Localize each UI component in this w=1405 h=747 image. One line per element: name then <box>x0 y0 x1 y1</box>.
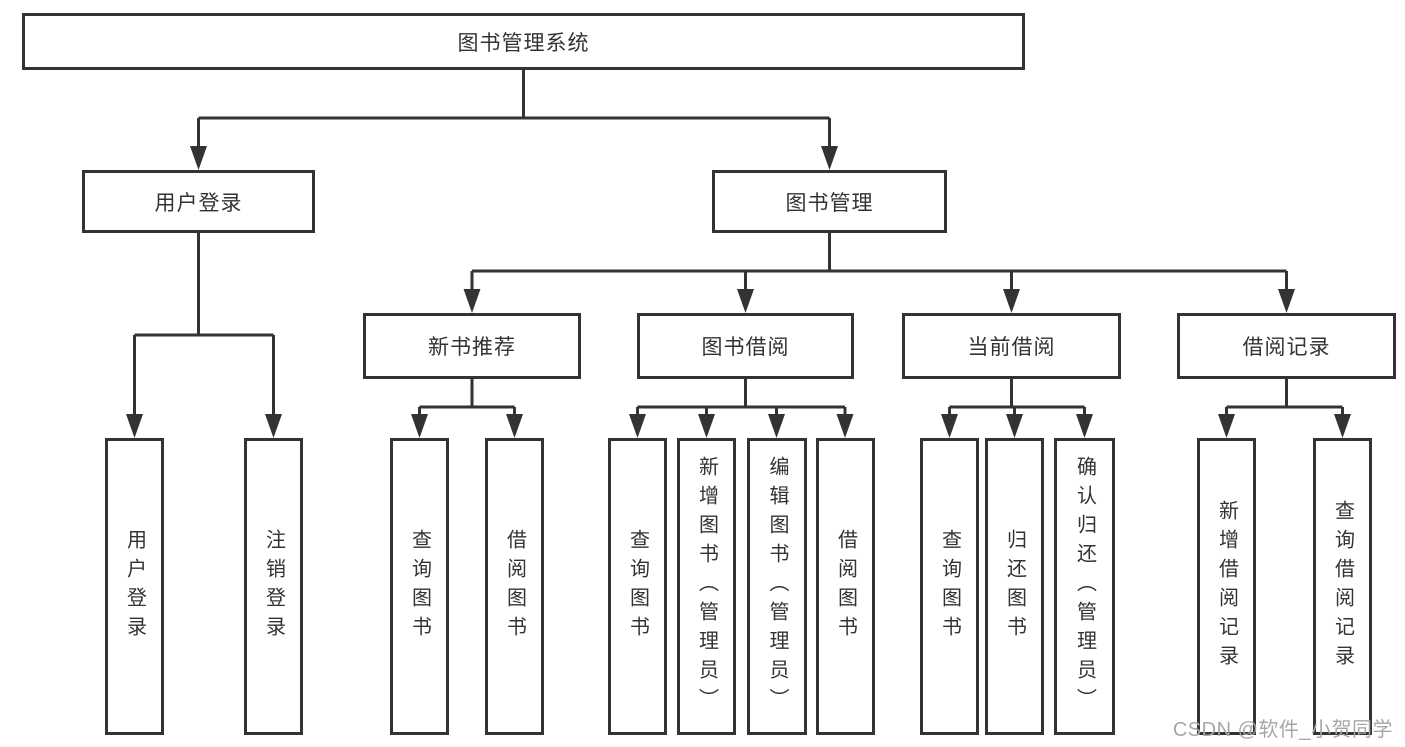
node-book-borrowing: 图书借阅 <box>637 313 854 379</box>
leaf-query-borrowing-record-label: 查询借阅记录 <box>1331 499 1354 674</box>
leaf-user-login-label: 用户登录 <box>123 528 146 645</box>
leaf-query-books-current: 查询图书 <box>920 438 979 735</box>
leaf-edit-books-admin-label: 编辑图书（管理员） <box>766 456 788 717</box>
leaf-query-books-borrowing: 查询图书 <box>608 438 667 735</box>
node-root: 图书管理系统 <box>22 13 1025 70</box>
leaf-query-borrowing-record: 查询借阅记录 <box>1313 438 1372 735</box>
leaf-return-books: 归还图书 <box>985 438 1044 735</box>
node-new-book-recommendation: 新书推荐 <box>363 313 581 379</box>
leaf-confirm-return-admin-label: 确认归还（管理员） <box>1073 456 1096 717</box>
node-borrowing-records: 借阅记录 <box>1177 313 1396 379</box>
leaf-borrow-books-recommendation: 借阅图书 <box>485 438 544 735</box>
node-current-borrowing-label: 当前借阅 <box>967 336 1056 359</box>
leaf-add-borrowing-record: 新增借阅记录 <box>1197 438 1256 735</box>
node-current-borrowing: 当前借阅 <box>902 313 1121 379</box>
leaf-borrow-books-recommendation-label: 借阅图书 <box>503 528 526 645</box>
arrowhead-icons <box>126 146 1351 438</box>
leaf-query-books-recommendation-label: 查询图书 <box>408 528 431 645</box>
leaf-borrow-books-borrowing: 借阅图书 <box>816 438 875 735</box>
leaf-add-books-admin-label: 新增图书（管理员） <box>695 456 718 717</box>
node-book-management-label: 图书管理 <box>785 191 874 215</box>
leaf-query-books-current-label: 查询图书 <box>938 528 961 645</box>
leaf-borrow-books-borrowing-label: 借阅图书 <box>834 528 857 645</box>
leaf-logout: 注销登录 <box>244 438 303 735</box>
leaf-add-borrowing-record-label: 新增借阅记录 <box>1215 499 1238 674</box>
node-user-login-label: 用户登录 <box>154 191 243 215</box>
node-root-label: 图书管理系统 <box>457 31 590 55</box>
csdn-watermark: CSDN @软件_小贺同学 <box>1172 719 1393 741</box>
node-user-login: 用户登录 <box>82 170 315 233</box>
leaf-return-books-label: 归还图书 <box>1003 528 1026 645</box>
node-borrowing-records-label: 借阅记录 <box>1242 336 1331 359</box>
node-book-management: 图书管理 <box>712 170 947 233</box>
node-book-borrowing-label: 图书借阅 <box>701 336 790 359</box>
leaf-query-books-borrowing-label: 查询图书 <box>626 528 649 645</box>
leaf-confirm-return-admin: 确认归还（管理员） <box>1054 438 1115 735</box>
leaf-add-books-admin: 新增图书（管理员） <box>677 438 736 735</box>
leaf-query-books-recommendation: 查询图书 <box>390 438 449 735</box>
leaf-logout-label: 注销登录 <box>262 528 285 645</box>
leaf-user-login: 用户登录 <box>105 438 164 735</box>
leaf-edit-books-admin: 编辑图书（管理员） <box>747 438 807 735</box>
node-new-book-recommendation-label: 新书推荐 <box>428 336 516 359</box>
